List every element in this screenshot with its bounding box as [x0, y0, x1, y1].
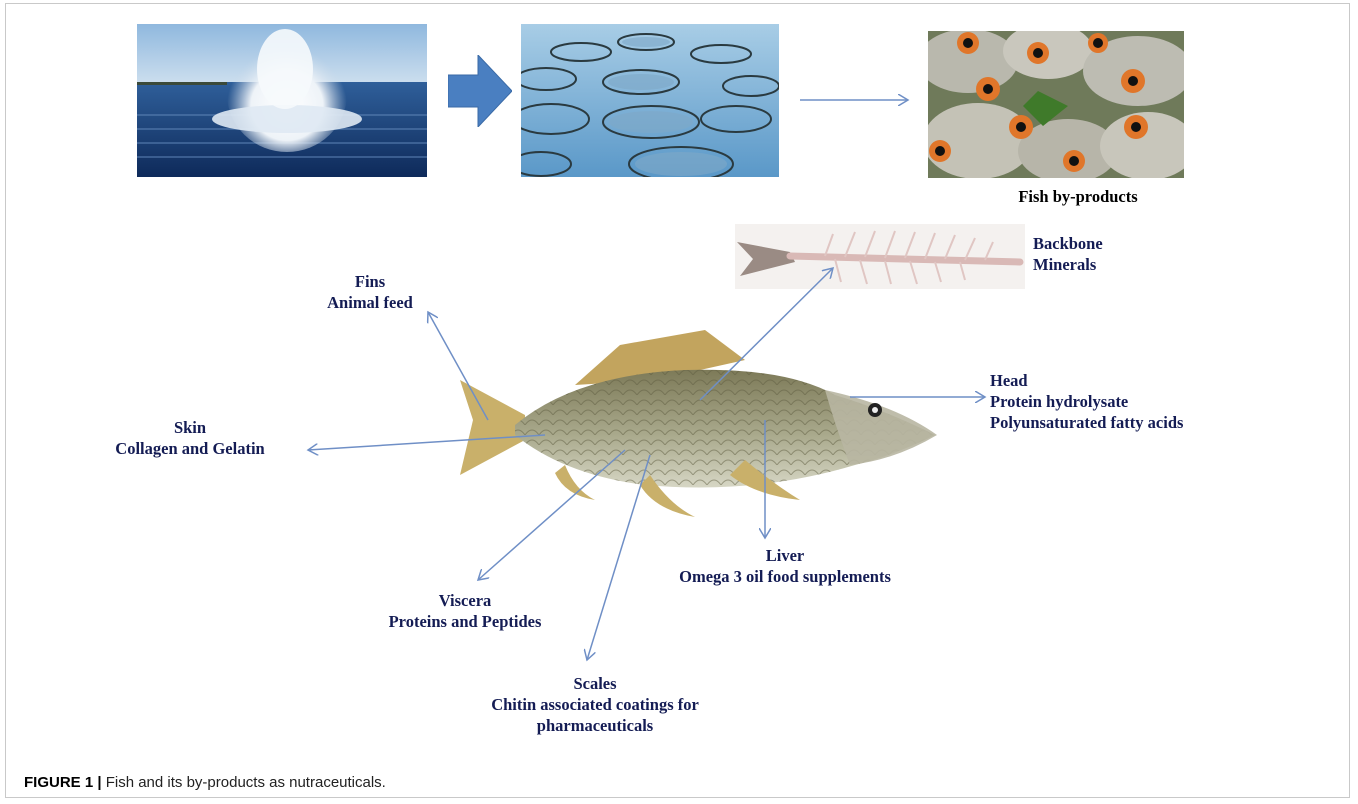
figure-caption-text: Fish and its by-products as nutraceutica… — [102, 774, 386, 791]
viscera-label: Viscera Proteins and Peptides — [345, 590, 585, 632]
backbone-image — [735, 224, 1025, 289]
backbone-label: Backbone Minerals — [1033, 233, 1103, 275]
fish-by-products-label: Fish by-products — [978, 186, 1178, 207]
skin-label: Skin Collagen and Gelatin — [70, 417, 310, 459]
fish-heads-image — [928, 31, 1184, 178]
head-label: Head Protein hydrolysate Polyunsaturated… — [990, 370, 1183, 433]
fins-label: Fins Animal feed — [290, 271, 450, 313]
scales-label: Scales Chitin associated coatings for ph… — [435, 673, 755, 736]
fish-farm-image — [521, 24, 779, 177]
liver-label: Liver Omega 3 oil food supplements — [630, 545, 940, 587]
figure-caption: FIGURE 1 | Fish and its by-products as n… — [24, 774, 386, 791]
block-arrow-icon — [448, 55, 512, 127]
figure-caption-label: FIGURE 1 | — [24, 774, 102, 791]
ocean-splash-image — [137, 24, 427, 177]
carp-fish-image — [455, 325, 945, 520]
